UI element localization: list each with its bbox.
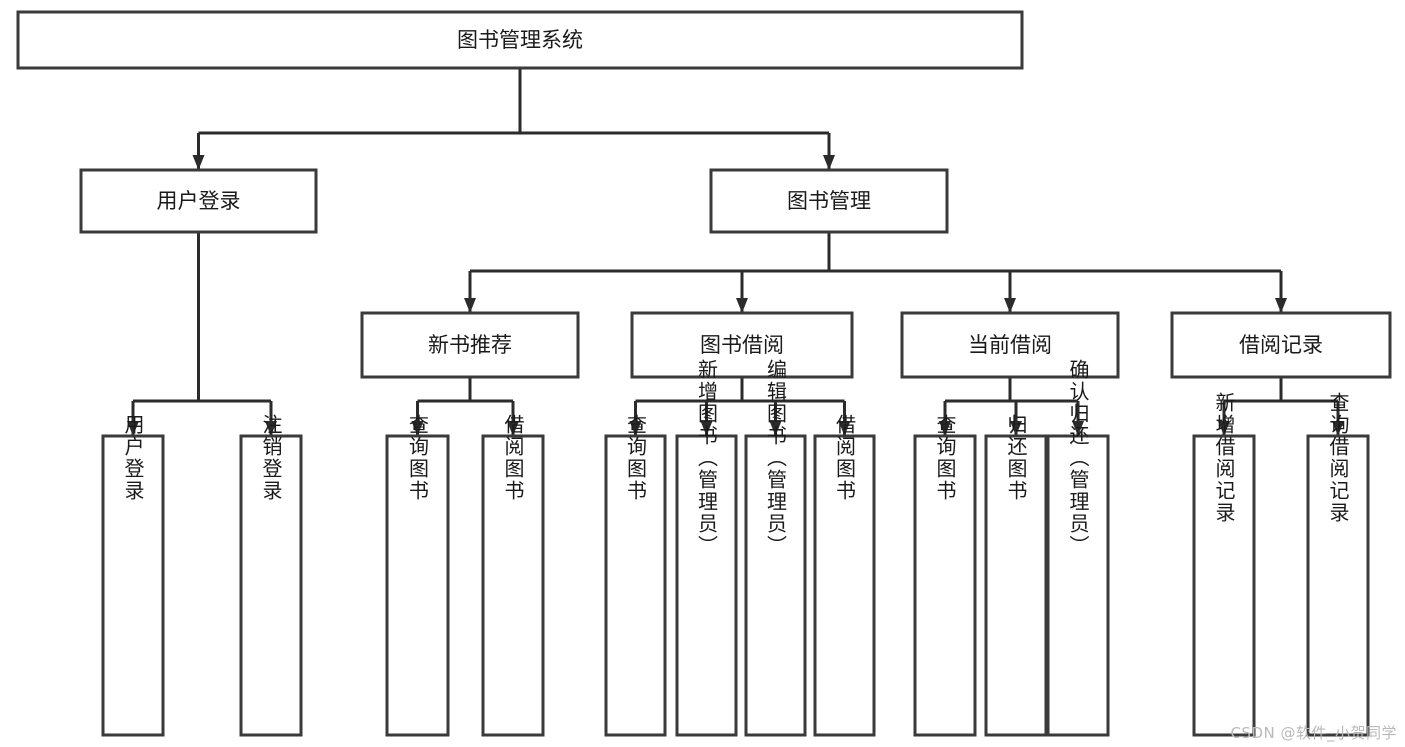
- box-book-borrow[interactable]: 图书借阅: [630, 311, 854, 379]
- box-leaf-borrow-book-2-label: 借阅图书: [833, 414, 857, 502]
- box-leaf-add-book[interactable]: 新增图书（管理员）: [675, 359, 738, 737]
- arrowhead-icon: [265, 421, 277, 436]
- box-leaf-logout-label: 注销登录: [259, 414, 283, 502]
- arrowhead-icon: [411, 421, 424, 436]
- box-new-book-recommend-label: 新书推荐: [428, 333, 512, 357]
- connector-layer: [127, 68, 1344, 436]
- box-leaf-add-record[interactable]: 新增借阅记录: [1192, 392, 1256, 737]
- arrowhead-icon: [1004, 298, 1016, 313]
- box-leaf-confirm-return[interactable]: 确认归还（管理员）: [1046, 359, 1110, 737]
- box-root[interactable]: 图书管理系统: [16, 10, 1024, 70]
- box-leaf-query-book-3[interactable]: 查询图书: [913, 414, 977, 737]
- box-leaf-borrow-book-1[interactable]: 借阅图书: [481, 414, 545, 737]
- box-borrow-record-label: 借阅记录: [1239, 333, 1323, 357]
- arrowhead-icon: [1072, 421, 1084, 436]
- box-leaf-confirm-return-label: 确认归还（管理员）: [1066, 359, 1090, 557]
- box-leaf-edit-book-label: 编辑图书（管理员）: [764, 359, 788, 557]
- box-book-borrow-label: 图书借阅: [700, 333, 784, 357]
- box-leaf-borrow-book-1-label: 借阅图书: [501, 414, 525, 502]
- box-leaf-query-book-2-label: 查询图书: [624, 414, 648, 502]
- arrowhead-icon: [700, 421, 713, 436]
- arrowhead-icon: [127, 421, 139, 436]
- box-leaf-logout[interactable]: 注销登录: [239, 414, 303, 737]
- box-user-login-label: 用户登录: [157, 189, 241, 213]
- box-leaf-query-record[interactable]: 查询借阅记录: [1306, 392, 1370, 737]
- arrowhead-icon: [769, 421, 782, 436]
- box-leaf-query-book-1[interactable]: 查询图书: [385, 414, 450, 737]
- box-current-borrow[interactable]: 当前借阅: [900, 311, 1120, 379]
- box-leaf-query-record-label: 查询借阅记录: [1326, 392, 1350, 524]
- box-leaf-add-record-label: 新增借阅记录: [1212, 392, 1236, 524]
- arrowhead-icon: [192, 155, 205, 170]
- arrowhead-icon: [1275, 298, 1287, 313]
- arrowhead-icon: [736, 298, 748, 313]
- arrowhead-icon: [1332, 421, 1344, 436]
- box-book-manage-label: 图书管理: [787, 189, 871, 213]
- box-leaf-add-book-label: 新增图书（管理员）: [695, 359, 719, 557]
- box-current-borrow-label: 当前借阅: [968, 333, 1052, 357]
- arrowhead-icon: [1218, 421, 1230, 436]
- box-leaf-query-book-2[interactable]: 查询图书: [604, 414, 667, 737]
- watermark-label: CSDN @软件_小贺同学: [1230, 724, 1397, 742]
- box-root-label: 图书管理系统: [457, 28, 583, 52]
- box-book-manage[interactable]: 图书管理: [709, 168, 949, 234]
- box-leaf-user-login[interactable]: 用户登录: [101, 414, 165, 737]
- box-layer: 图书管理系统用户登录图书管理新书推荐图书借阅当前借阅借阅记录用户登录注销登录查询…: [16, 10, 1392, 737]
- box-leaf-query-book-3-label: 查询图书: [933, 414, 957, 502]
- arrowhead-icon: [507, 421, 519, 436]
- box-leaf-borrow-book-2[interactable]: 借阅图书: [813, 414, 876, 737]
- box-leaf-return-book[interactable]: 归还图书: [984, 414, 1048, 737]
- box-leaf-query-book-1-label: 查询图书: [406, 414, 430, 502]
- box-leaf-edit-book[interactable]: 编辑图书（管理员）: [744, 359, 807, 737]
- arrowhead-icon: [823, 155, 835, 170]
- box-user-login[interactable]: 用户登录: [79, 168, 318, 234]
- box-borrow-record[interactable]: 借阅记录: [1170, 311, 1392, 379]
- arrowhead-icon: [464, 298, 476, 313]
- box-leaf-return-book-label: 归还图书: [1004, 414, 1028, 502]
- box-leaf-user-login-label: 用户登录: [121, 414, 145, 502]
- arrowhead-icon: [838, 421, 851, 436]
- arrowhead-icon: [1010, 421, 1022, 436]
- arrowhead-icon: [629, 421, 642, 436]
- box-new-book-recommend[interactable]: 新书推荐: [360, 311, 580, 379]
- arrowhead-icon: [939, 421, 951, 436]
